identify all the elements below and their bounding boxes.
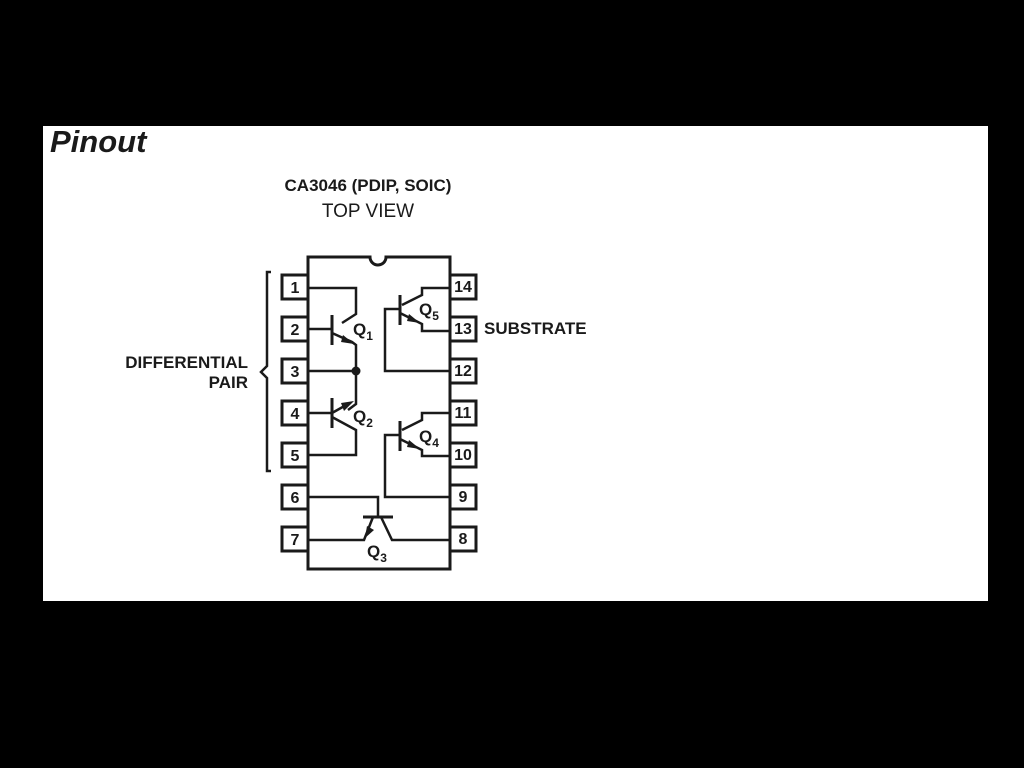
- pin-box-6: [280, 483, 310, 511]
- q5-arrow: [407, 314, 420, 323]
- view-label: TOP VIEW: [322, 201, 414, 222]
- q3-collector-wire: [379, 516, 450, 542]
- q2-label: Q2: [353, 407, 373, 430]
- q2-arrow: [341, 401, 354, 411]
- q5-base-wire: [383, 307, 450, 373]
- package-body: [306, 255, 452, 571]
- circuit-wiring: [308, 286, 450, 542]
- pin-number: 13: [454, 321, 472, 338]
- q5-label: Q5: [419, 300, 439, 323]
- pin-box-12: [448, 357, 478, 385]
- right-pin-numbers: 14 13 12 11 10 9 8: [454, 279, 472, 548]
- q5-collector-wire: [401, 286, 450, 307]
- transistor-labels: Q1 Q2 Q3 Q4 Q5: [353, 300, 439, 565]
- q4-label: Q4: [419, 427, 439, 450]
- pin-box-1: [280, 273, 310, 301]
- q1-arrow: [341, 335, 354, 344]
- pin-number: 14: [454, 279, 472, 296]
- pin-number: 9: [459, 489, 468, 506]
- section-heading: Pinout: [50, 124, 147, 159]
- left-pin-numbers: 1 2 3 4 5 6 7: [291, 280, 300, 549]
- q1-collector-wire: [308, 286, 358, 325]
- q1-label: Q1: [353, 320, 373, 343]
- q2-collector-wire: [308, 415, 358, 457]
- pinout-diagram: CA3046 (PDIP, SOIC) TOP VIEW: [125, 176, 587, 571]
- q3-emitter-wire: [308, 516, 375, 542]
- q4-base-wire: [383, 433, 450, 499]
- pin-number: 4: [291, 406, 300, 423]
- q3-arrow: [365, 526, 374, 538]
- pin-number: 6: [291, 490, 300, 507]
- left-pins: [280, 273, 310, 553]
- q4-collector-wire: [401, 411, 450, 432]
- pin-box-8: [448, 525, 478, 553]
- q4-arrow: [407, 440, 420, 449]
- substrate-label: SUBSTRATE: [484, 319, 587, 338]
- pin-number: 8: [459, 531, 468, 548]
- group-label-line2: PAIR: [209, 373, 248, 392]
- pin-box-10: [448, 441, 478, 469]
- pin-number: 3: [291, 364, 300, 381]
- pin-number: 10: [454, 447, 472, 464]
- group-label-line1: DIFFERENTIAL: [125, 353, 248, 372]
- pin-number: 7: [291, 532, 300, 549]
- emitter-arrows: [341, 314, 420, 538]
- pin-box-13: [448, 315, 478, 343]
- group-brace: [259, 270, 271, 473]
- pin-number: 12: [454, 363, 472, 380]
- device-title: CA3046 (PDIP, SOIC): [285, 176, 452, 195]
- q3-base-wire: [308, 495, 380, 517]
- pinout-panel: Pinout CA3046 (PDIP, SOIC) TOP VIEW: [43, 126, 988, 601]
- pin-number: 1: [291, 280, 300, 297]
- q3-label: Q3: [367, 542, 387, 565]
- pin-number: 2: [291, 322, 300, 339]
- pin-number: 5: [291, 448, 300, 465]
- junction-dot: [351, 366, 361, 376]
- pin-box-9: [448, 483, 478, 511]
- pin-number: 11: [455, 405, 472, 422]
